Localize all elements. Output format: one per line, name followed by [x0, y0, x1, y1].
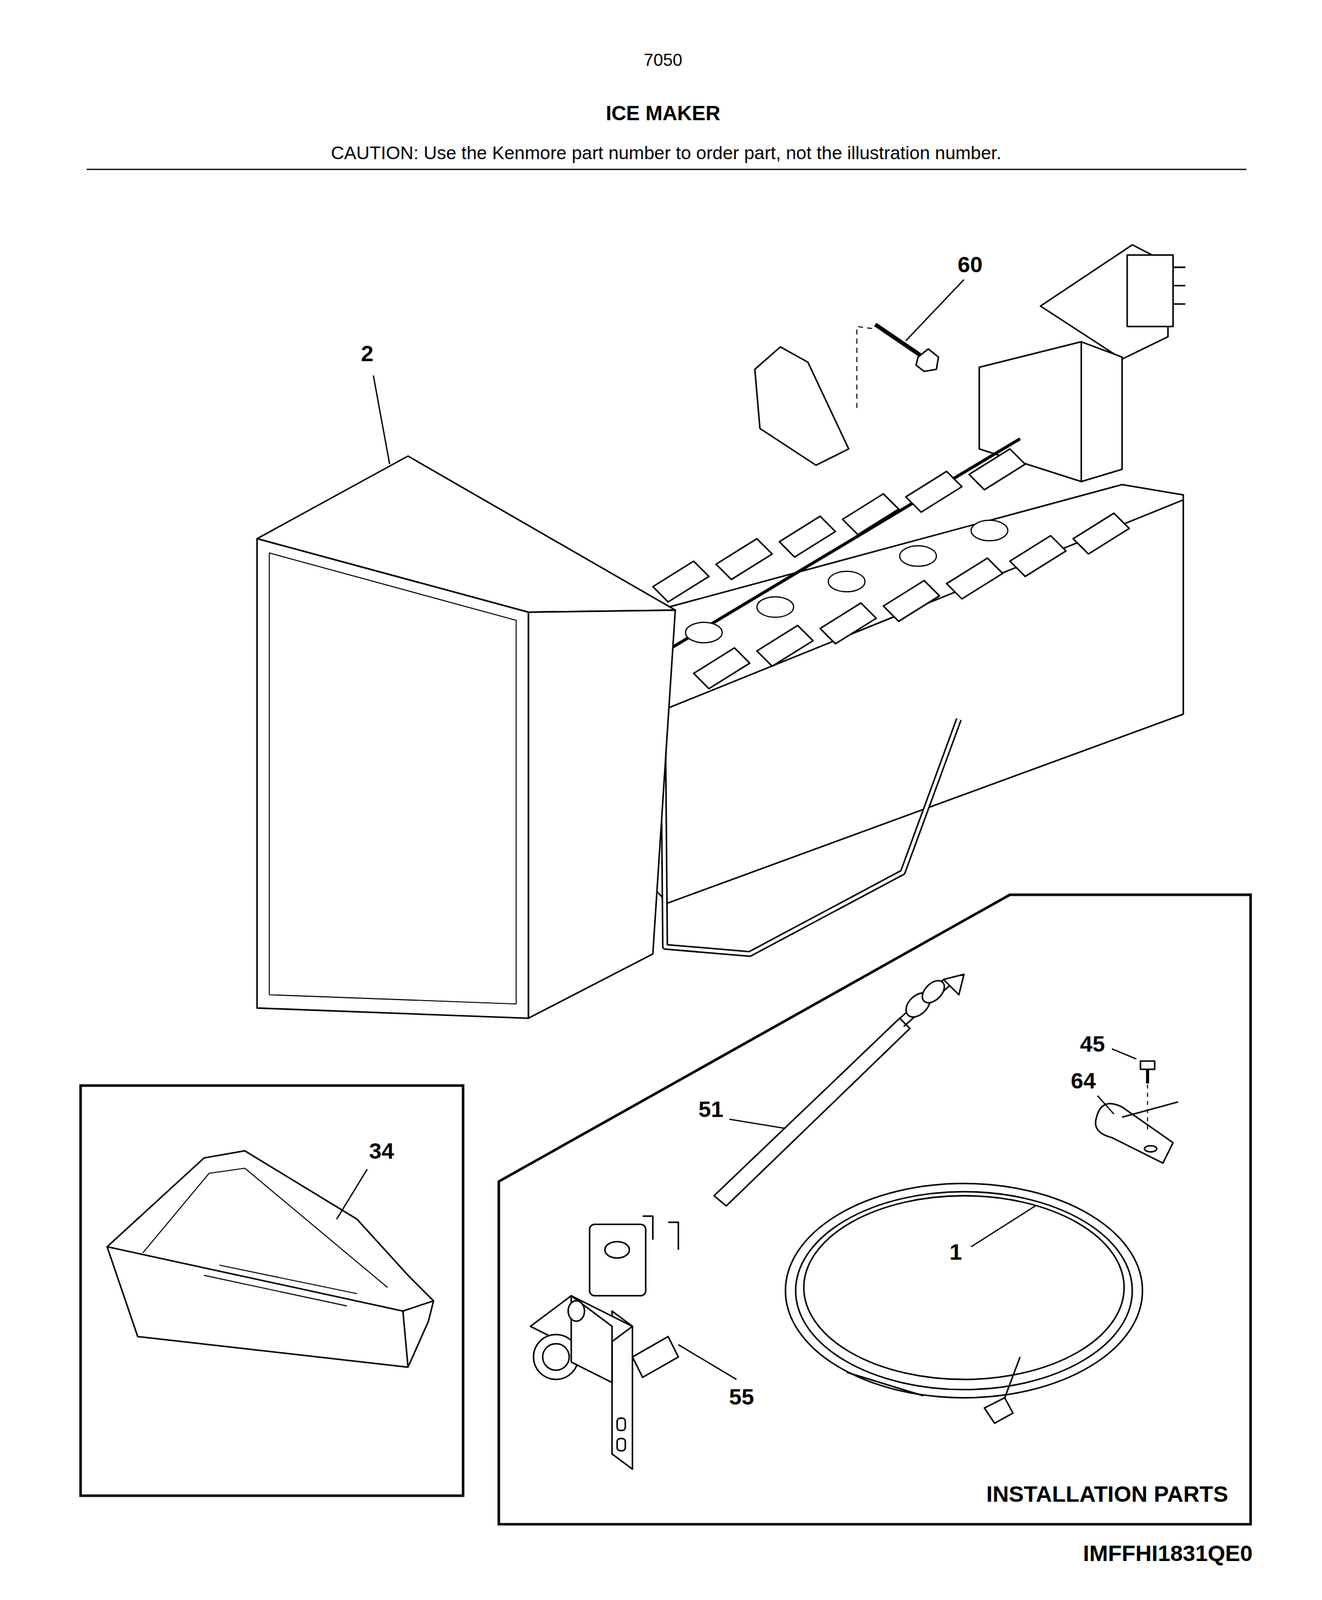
screw-60	[856, 279, 964, 408]
ice-bin	[107, 1150, 434, 1367]
callout-number: 34	[368, 1139, 395, 1164]
outline-shape	[498, 894, 1251, 1524]
callout-number: 1	[949, 1240, 963, 1265]
water-valve	[530, 1216, 737, 1470]
callout-number: 60	[957, 252, 983, 278]
clamp-and-screw	[1095, 1048, 1179, 1163]
callout-number: 51	[698, 1097, 724, 1123]
outline	[79, 1084, 465, 1497]
fill-tube	[713, 974, 964, 1206]
callout-number: 64	[1070, 1069, 1096, 1094]
callout-number: 45	[1079, 1032, 1106, 1057]
ice-maker-body	[256, 244, 1186, 1018]
callout-number: 55	[729, 1385, 755, 1410]
rule-line	[86, 168, 1247, 170]
callout-number: 2	[361, 341, 374, 367]
inset-box: 34	[79, 1084, 465, 1497]
title: ICE MAKER	[605, 102, 721, 125]
caution-note: CAUTION: Use the Kenmore part number to …	[330, 143, 1002, 165]
leader-line	[373, 375, 390, 465]
installation-parts-panel: INSTALLATION PARTS	[497, 893, 1252, 1526]
water-line-coil	[785, 1183, 1143, 1423]
outline-shape	[80, 1085, 464, 1496]
drawing-code: IMFFHI1831QE0	[1083, 1540, 1253, 1566]
outline	[497, 893, 1252, 1526]
page-number: 7050	[643, 51, 683, 71]
panel-heading: INSTALLATION PARTS	[986, 1482, 1229, 1507]
